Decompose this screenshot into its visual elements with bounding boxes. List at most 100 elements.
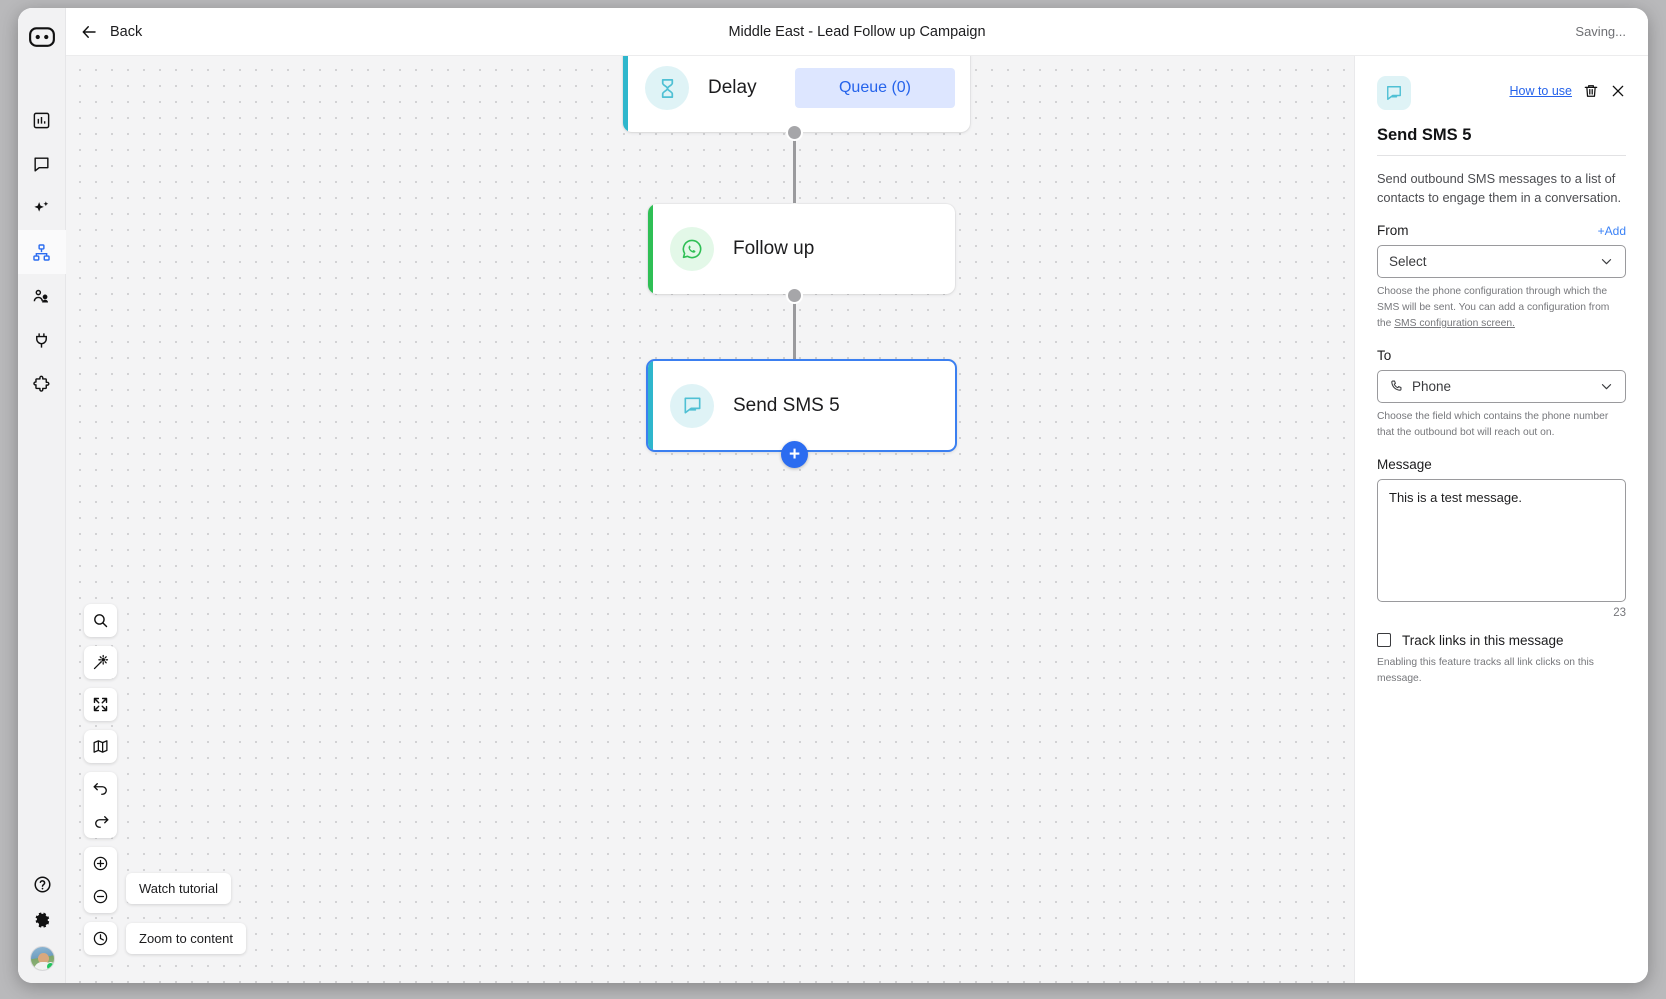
redo-button[interactable] [84, 805, 117, 838]
trash-icon[interactable] [1583, 83, 1599, 99]
how-to-use-link[interactable]: How to use [1509, 84, 1572, 98]
flow-node-followup[interactable]: Follow up [648, 204, 955, 294]
app-window: Back Middle East - Lead Follow up Campai… [18, 8, 1648, 983]
message-textarea[interactable]: This is a test message. [1377, 478, 1626, 602]
track-links-checkbox[interactable] [1377, 633, 1391, 648]
sidebar-item-conversations[interactable] [18, 142, 66, 186]
node-port-delay-out[interactable] [786, 124, 803, 141]
chevron-down-icon [1599, 254, 1614, 269]
flow-canvas[interactable]: Delay Queue (0) Follow up [66, 56, 1354, 983]
toolbar-group-search [84, 604, 117, 637]
flow-node-send-sms-5[interactable]: Send SMS 5 [646, 359, 957, 452]
from-select[interactable]: Select [1377, 245, 1626, 279]
bot-logo-icon[interactable] [25, 20, 59, 54]
search-button[interactable] [84, 604, 117, 637]
track-links-help: Enabling this feature tracks all link cl… [1377, 656, 1594, 684]
redo-icon [92, 813, 110, 831]
toolbar-group-minimap [84, 730, 117, 763]
message-char-count: 23 [1613, 606, 1626, 619]
add-node-button[interactable]: + [781, 441, 808, 468]
page-title: Middle East - Lead Follow up Campaign [728, 23, 986, 40]
node-stripe [623, 56, 628, 132]
node-stripe [648, 204, 653, 294]
to-label: To [1377, 347, 1392, 363]
zoom-in-icon [92, 855, 109, 872]
sms-icon [670, 383, 714, 428]
hourglass-icon [645, 66, 689, 110]
panel-description: Send outbound SMS messages to a list of … [1377, 171, 1622, 205]
fullscreen-icon [92, 696, 109, 713]
sidebar-item-flows[interactable] [18, 230, 66, 274]
sidebar-item-contacts[interactable] [18, 274, 66, 318]
from-label: From [1377, 223, 1409, 239]
avatar[interactable] [29, 946, 55, 971]
sidebar-item-extensions[interactable] [18, 362, 66, 406]
node-port-followup-out[interactable] [786, 287, 803, 304]
toolbar-group-autolayout [84, 646, 117, 679]
toolbar-zoom-wrap: Watch tutorial [84, 847, 231, 913]
from-help-text: Choose the phone configuration through w… [1377, 284, 1626, 332]
flow-icon [32, 243, 51, 262]
add-configuration-link[interactable]: +Add [1597, 224, 1626, 239]
panel-title: Send SMS 5 [1377, 126, 1472, 144]
to-select-value: Phone [1412, 378, 1452, 394]
help-icon[interactable] [33, 875, 52, 894]
zoom-out-icon [92, 888, 109, 905]
online-status-dot [45, 962, 54, 970]
toolbar-group-clock [84, 922, 117, 955]
left-nav-rail [18, 8, 66, 983]
auto-layout-button[interactable] [84, 646, 117, 679]
toolbar-group-fitscreen [84, 688, 117, 721]
from-field-header: From +Add [1377, 223, 1626, 238]
node-label: Send SMS 5 [733, 394, 840, 416]
queue-badge[interactable]: Queue (0) [795, 68, 955, 108]
gear-icon[interactable] [32, 910, 52, 930]
chat-icon [32, 155, 51, 174]
node-stripe [648, 361, 653, 450]
top-bar: Back Middle East - Lead Follow up Campai… [66, 8, 1648, 56]
panel-header-actions: How to use [1509, 76, 1626, 99]
toolbar-group-zoom [84, 847, 117, 913]
flow-node-delay[interactable]: Delay Queue (0) [623, 56, 970, 132]
undo-icon [92, 780, 110, 798]
from-select-value: Select [1389, 254, 1427, 270]
puzzle-icon [32, 375, 51, 394]
sms-configuration-link[interactable]: SMS configuration screen. [1394, 318, 1515, 329]
saving-status: Saving... [1575, 24, 1626, 39]
back-button[interactable]: Back [80, 23, 142, 41]
contacts-icon [32, 287, 51, 306]
canvas-toolbar: Watch tutorial Z [84, 604, 246, 955]
sidebar-item-integrations[interactable] [18, 318, 66, 362]
undo-button[interactable] [84, 772, 117, 805]
analytics-icon [32, 111, 51, 130]
edge-delay-followup [793, 130, 796, 214]
message-label: Message [1377, 456, 1432, 472]
phone-icon [1389, 379, 1403, 393]
toolbar-group-history [84, 772, 117, 838]
body: Delay Queue (0) Follow up [66, 56, 1648, 983]
chevron-down-icon [1599, 379, 1614, 394]
sms-icon [1377, 76, 1411, 110]
from-help-part1: Choose the phone configuration through w… [1377, 286, 1610, 329]
to-field-header: To [1377, 348, 1626, 363]
to-select[interactable]: Phone [1377, 369, 1626, 403]
node-label: Follow up [733, 238, 815, 259]
history-button[interactable] [84, 922, 117, 955]
divider [1377, 155, 1626, 156]
whatsapp-icon [670, 227, 714, 271]
close-icon[interactable] [1610, 83, 1626, 99]
rail-bottom-group [18, 875, 66, 971]
sidebar-item-ai-assist[interactable] [18, 186, 66, 230]
sidebar-item-analytics[interactable] [18, 98, 66, 142]
minimap-button[interactable] [84, 730, 117, 763]
panel-header: How to use [1377, 76, 1626, 110]
zoom-in-button[interactable] [84, 847, 117, 880]
magic-wand-icon [92, 654, 109, 671]
zoom-out-button[interactable] [84, 880, 117, 913]
map-icon [92, 738, 109, 755]
tooltip-watch-tutorial: Watch tutorial [126, 873, 231, 904]
arrow-left-icon [80, 23, 98, 41]
fit-screen-button[interactable] [84, 688, 117, 721]
search-icon [92, 612, 109, 629]
to-help-text: Choose the field which contains the phon… [1377, 410, 1609, 438]
